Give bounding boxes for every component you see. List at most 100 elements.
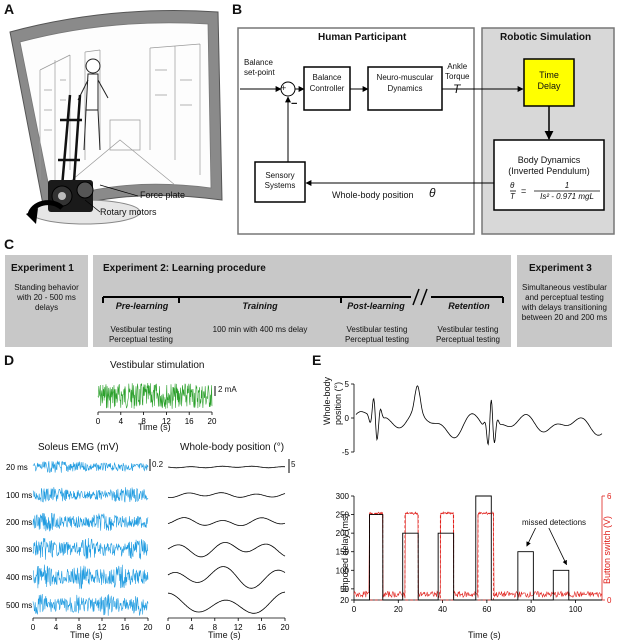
panel-letter-c: C (4, 236, 15, 252)
phase-training-desc: 100 min with 400 ms delay (212, 325, 308, 334)
vestibular-xtick-label: 0 (96, 417, 101, 426)
delay-label: 300 ms (6, 545, 32, 554)
position-xlabel: Time (s) (208, 630, 241, 640)
panel-letter-d: D (4, 352, 15, 368)
phase-retention: Retention (448, 301, 490, 311)
delay-label: 100 ms (6, 491, 32, 500)
balance-controller-block (303, 66, 351, 111)
time-delay-label: Time Delay (537, 70, 561, 91)
experiment-1-text: Standing behavior with 20 - 500 ms delay… (14, 283, 79, 312)
experiment-2-title: Experiment 2: Learning procedure (103, 263, 266, 274)
force-plate-label: Force plate (140, 190, 186, 200)
phase-pre-learning-desc: Vestibular testing Perceptual testing (108, 325, 174, 344)
annotation-arrow (526, 527, 536, 547)
robotic-simulation-title: Robotic Simulation (500, 32, 592, 43)
emg-trace (32, 512, 149, 532)
position-trace (167, 465, 286, 469)
e-bot-ytick-label: 300 (336, 492, 350, 501)
e-bot-xtick-label: 60 (482, 605, 491, 614)
timeline-bar (102, 288, 504, 306)
phase-pre-learning: Pre-learning (115, 301, 169, 311)
experiment-1-title: Experiment 1 (11, 263, 74, 274)
delay-label: 400 ms (6, 573, 32, 582)
robot-platform-illustration (9, 10, 223, 225)
minus-sign: − (291, 98, 298, 110)
emg-trace (32, 487, 149, 503)
position-xtick-label: 20 (281, 623, 290, 632)
emg-xlabel: Time (s) (70, 630, 103, 640)
equation-equals: = (521, 186, 527, 196)
vestibular-xlabel: Time (s) (138, 422, 171, 432)
position-trace (167, 517, 286, 526)
e-bot-ytick-label: 100 (336, 566, 350, 575)
position-xtick-label: 12 (234, 623, 243, 632)
emg-xtick-label: 20 (144, 623, 153, 632)
emg-trace (32, 594, 149, 616)
button-pulse (477, 512, 494, 601)
position-title: Whole-body position (°) (180, 442, 285, 453)
annotation-arrow (548, 527, 567, 566)
e-bot-ytick-label: 150 (336, 548, 350, 557)
position-xtick-label: 0 (166, 623, 171, 632)
panel-letter-b: B (232, 1, 243, 17)
panel-letter-a: A (4, 1, 15, 17)
equation-t: T (510, 192, 515, 201)
emg-title: Soleus EMG (mV) (38, 442, 119, 453)
e-bot-ytick-label: 50 (340, 585, 349, 594)
phase-training: Training (242, 301, 278, 311)
whole-body-position-label: Whole-body position (332, 190, 414, 200)
neuromuscular-block (367, 66, 443, 111)
delay-label: 200 ms (6, 518, 32, 527)
vestibular-xtick-label: 12 (162, 417, 171, 426)
missed-detections-annotation: missed detections (522, 518, 587, 527)
position-xtick-label: 8 (213, 623, 218, 632)
control-block-diagram (237, 27, 615, 235)
vestibular-xtick-label: 20 (208, 417, 217, 426)
experiment-3-title: Experiment 3 (529, 263, 592, 274)
experiment-3-box: Experiment 3 Simultaneous vestibular and… (517, 255, 612, 347)
experiment-3-text: Simultaneous vestibular and perceptual t… (521, 283, 608, 322)
emg-xtick-label: 0 (31, 623, 36, 632)
experiment-1-box: Experiment 1 Standing behavior with 20 -… (5, 255, 88, 347)
imposed-delay-trace (354, 495, 602, 601)
e-top-ytick-label: 0 (345, 414, 350, 423)
experiment-2-box: Experiment 2: Learning procedure Pre-lea… (93, 255, 511, 347)
button-pulse (439, 512, 455, 601)
position-scale-label: 5 (291, 460, 296, 469)
e-bot-ytick-label: 200 (336, 529, 350, 538)
e-bot-xtick-label: 0 (352, 605, 357, 614)
emg-xtick-label: 8 (77, 623, 82, 632)
balance-setpoint-label: Balance set-point (244, 58, 275, 77)
vestibular-title: Vestibular stimulation (110, 360, 205, 371)
button-pulse (369, 512, 384, 601)
button-switch-trace (353, 511, 603, 599)
emg-xtick-label: 16 (121, 623, 130, 632)
e-bot-ytick-label: 20 (340, 596, 349, 605)
human-participant-title: Human Participant (318, 32, 407, 43)
e-bottom-ylabel-right: Button switch (V) (602, 515, 612, 585)
e-bot-ytick-right-label: 0 (607, 596, 612, 605)
vestibular-scale-label: 2 mA (218, 385, 237, 394)
panel-letter-e: E (312, 352, 322, 368)
position-trace (167, 566, 286, 589)
vestibular-xtick-label: 4 (119, 417, 124, 426)
e-top-ytick-label: 5 (345, 380, 350, 389)
neuromuscular-label: Neuro-muscular Dynamics (376, 73, 434, 93)
e-bot-ytick-label: 250 (336, 511, 350, 520)
sensory-systems-block (254, 161, 306, 203)
equation-numerator: 1 (564, 181, 570, 190)
e-bot-xtick-label: 80 (527, 605, 536, 614)
whole-body-position-chart: 50-5 (342, 380, 603, 457)
phase-post-learning: Post-learning (347, 301, 405, 311)
button-pulse (404, 512, 419, 601)
position-xtick-label: 4 (189, 623, 194, 632)
phase-retention-desc: Vestibular testing Perceptual testing (435, 325, 501, 344)
emg-scale-label: 0.2 (152, 460, 164, 469)
body-dynamics-label: Body Dynamics (Inverted Pendulum) (508, 155, 590, 176)
e-bottom-ylabel: Imposed delay (ms) (340, 513, 350, 593)
position-xtick-label: 16 (257, 623, 266, 632)
equation-theta: θ (510, 181, 515, 190)
e-bottom-xlabel: Time (s) (468, 630, 501, 640)
